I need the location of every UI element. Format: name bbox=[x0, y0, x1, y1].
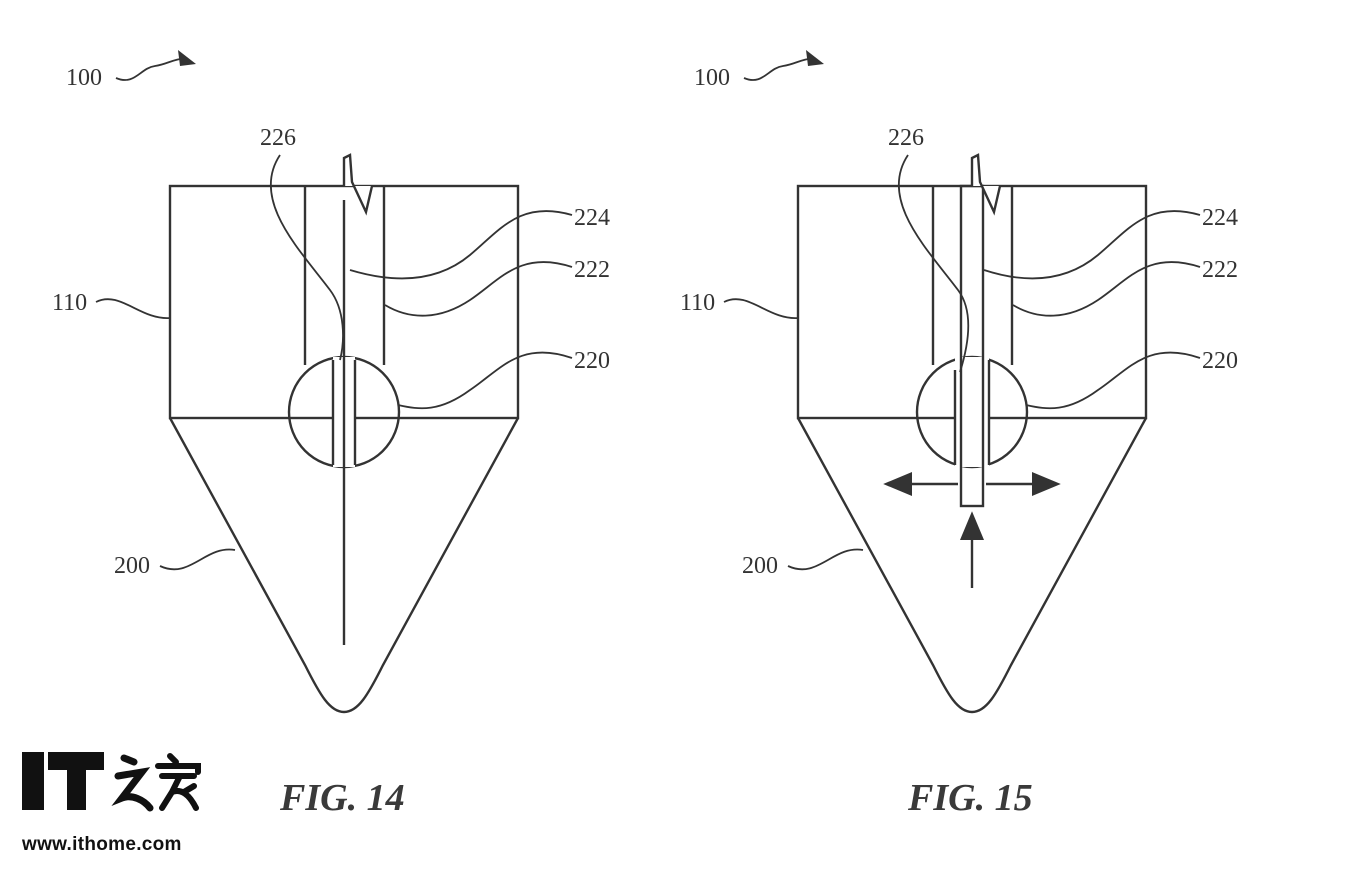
figure-14: 100 226 224 222 220 110 200 FIG. 14 bbox=[52, 50, 610, 819]
label-100: 100 bbox=[66, 65, 102, 91]
label-226: 226 bbox=[888, 125, 924, 151]
label-110: 110 bbox=[52, 290, 87, 316]
label-224: 224 bbox=[574, 205, 610, 231]
figure-15: 100 226 224 222 220 110 200 FIG bbox=[680, 50, 1238, 819]
label-100: 100 bbox=[694, 65, 730, 91]
arrow-100-icon bbox=[806, 50, 824, 66]
caption-fig-14: FIG. 14 bbox=[279, 777, 405, 819]
label-200: 200 bbox=[114, 553, 150, 579]
tip-200 bbox=[168, 417, 520, 714]
leader-100 bbox=[115, 57, 187, 81]
ithome-logo bbox=[22, 752, 201, 812]
label-220: 220 bbox=[574, 348, 610, 374]
label-226: 226 bbox=[260, 125, 296, 151]
label-222: 222 bbox=[574, 257, 610, 283]
arrow-100-icon bbox=[178, 50, 196, 66]
label-110: 110 bbox=[680, 290, 715, 316]
label-220: 220 bbox=[1202, 348, 1238, 374]
break-symbol bbox=[342, 153, 374, 216]
label-200: 200 bbox=[742, 553, 778, 579]
watermark-url: www.ithome.com bbox=[22, 834, 182, 855]
label-222: 222 bbox=[1202, 257, 1238, 283]
caption-fig-15: FIG. 15 bbox=[907, 777, 1033, 819]
break-symbol bbox=[970, 153, 1002, 216]
label-224: 224 bbox=[1202, 205, 1238, 231]
tip-200 bbox=[796, 417, 1148, 714]
